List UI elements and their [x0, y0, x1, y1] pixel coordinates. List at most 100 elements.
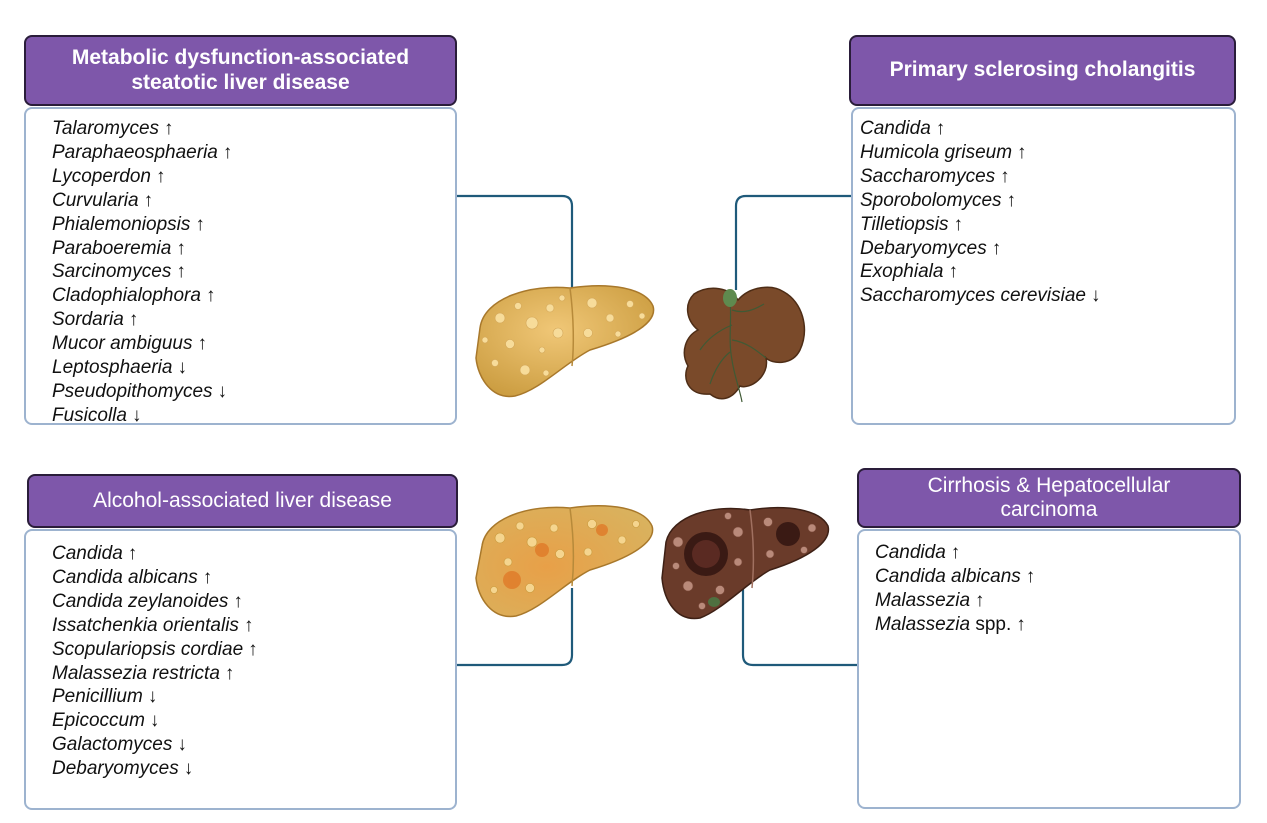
species-item: Lycoperdon↑	[52, 165, 232, 189]
species-name: Epicoccum	[52, 710, 145, 732]
species-name: Humicola griseum	[860, 141, 1013, 163]
connector-masld	[457, 194, 574, 288]
up-arrow-icon: ↑	[1017, 141, 1027, 163]
down-arrow-icon: ↓	[177, 357, 187, 379]
species-item: Galactomyces↓	[52, 733, 258, 757]
psc-list: Candida↑Humicola griseum↑Saccharomyces↑S…	[860, 117, 1100, 308]
species-name: Sarcinomyces	[52, 261, 172, 283]
species-name: Galactomyces	[52, 734, 173, 756]
up-arrow-icon: ↑	[222, 141, 233, 163]
species-name: Pseudopithomyces	[52, 380, 213, 402]
species-item: Phialemoniopsis↑	[52, 213, 232, 237]
masld-title-line-2: steatotic liver disease	[131, 70, 350, 94]
connector-ald	[457, 588, 574, 667]
species-item: Sordaria↑	[52, 308, 232, 332]
up-arrow-icon: ↑	[975, 589, 985, 611]
species-item: Penicillium↓	[52, 685, 258, 709]
species-item: Candida albicans↑	[875, 565, 1035, 589]
down-arrow-icon: ↓	[147, 686, 158, 708]
species-item: Humicola griseum↑	[860, 141, 1100, 165]
species-item: Cladophialophora↑	[52, 284, 232, 308]
down-arrow-icon: ↓	[1090, 285, 1101, 307]
ald-list: Candida↑Candida albicans↑Candida zeylano…	[52, 542, 258, 781]
species-name: Mucor ambiguus	[52, 333, 193, 355]
up-arrow-icon: ↑	[224, 662, 235, 684]
up-arrow-icon: ↑	[176, 261, 186, 283]
species-name: Penicillium	[52, 686, 143, 708]
species-name: Sordaria	[52, 309, 124, 331]
species-name: Scopulariopsis cordiae	[52, 638, 244, 660]
up-arrow-icon: ↑	[164, 118, 174, 139]
species-name: Issatchenkia orientalis	[52, 614, 239, 636]
species-suffix: spp.	[970, 613, 1012, 635]
up-arrow-icon: ↑	[1006, 189, 1017, 211]
species-name: Leptosphaeria	[52, 357, 173, 379]
species-item: Tilletiopsis↑	[860, 213, 1100, 237]
down-arrow-icon: ↓	[183, 758, 194, 780]
species-item: Curvularia↑	[52, 189, 232, 213]
ald-header: Alcohol-associated liver disease	[27, 474, 458, 528]
species-item: Malassezia spp.↑	[875, 613, 1035, 637]
species-name: Debaryomyces	[52, 758, 179, 780]
species-name: Sporobolomyces	[860, 189, 1002, 211]
species-name: Candida	[875, 542, 946, 563]
up-arrow-icon: ↑	[1016, 613, 1026, 635]
species-name: Saccharomyces cerevisiae	[860, 285, 1086, 307]
up-arrow-icon: ↑	[128, 309, 139, 331]
down-arrow-icon: ↓	[177, 734, 187, 756]
hcc-header: Cirrhosis & Hepatocellular carcinoma	[857, 468, 1241, 528]
species-item: Issatchenkia orientalis↑	[52, 614, 258, 638]
species-item: Talaromyces↑	[52, 117, 232, 141]
species-name: Candida zeylanoides	[52, 590, 229, 612]
species-item: Scopulariopsis cordiae↑	[52, 638, 258, 662]
connector-psc	[734, 194, 851, 290]
masld-box: Talaromyces↑Paraphaeosphaeria↑Lycoperdon…	[24, 107, 457, 428]
up-arrow-icon: ↑	[155, 165, 166, 187]
species-name: Tilletiopsis	[860, 213, 949, 235]
up-arrow-icon: ↑	[143, 189, 154, 211]
down-arrow-icon: ↓	[217, 380, 228, 402]
masld-title-line-1: Metabolic dysfunction-associated	[71, 46, 410, 70]
species-item: Candida↑	[860, 117, 1100, 141]
species-item: Malassezia↑	[875, 589, 1035, 613]
species-item: Paraboeremia↑	[52, 237, 232, 261]
species-item: Candida↑	[52, 542, 258, 566]
species-item: Pseudopithomyces↓	[52, 380, 232, 404]
up-arrow-icon: ↑	[176, 237, 186, 259]
masld-header: Metabolic dysfunction-associated steatot…	[24, 35, 457, 106]
species-name: Candida	[52, 543, 123, 564]
species-name: Talaromyces	[52, 118, 160, 139]
species-name: Candida albicans	[52, 566, 198, 588]
species-item: Debaryomyces↓	[52, 757, 258, 781]
ald-title: Alcohol-associated liver disease	[93, 488, 392, 512]
up-arrow-icon: ↑	[233, 590, 243, 612]
up-arrow-icon: ↑	[248, 638, 258, 660]
up-arrow-icon: ↑	[1000, 165, 1010, 187]
species-item: Candida albicans↑	[52, 566, 258, 590]
cirrhosis-liver-illustration	[661, 507, 830, 620]
species-item: Fusicolla↓	[52, 404, 232, 428]
up-arrow-icon: ↑	[205, 285, 216, 307]
up-arrow-icon: ↑	[991, 237, 1002, 259]
psc-header: Primary sclerosing cholangitis	[849, 35, 1236, 106]
species-item: Sporobolomyces↑	[860, 189, 1100, 213]
species-name: Paraboeremia	[52, 237, 172, 259]
up-arrow-icon: ↑	[195, 213, 205, 235]
species-item: Paraphaeosphaeria↑	[52, 141, 232, 165]
hcc-box: Candida↑Candida albicans↑Malassezia↑Mala…	[857, 529, 1241, 809]
species-name: Phialemoniopsis	[52, 213, 191, 235]
species-name: Malassezia	[875, 613, 971, 635]
down-arrow-icon: ↓	[131, 404, 142, 426]
up-arrow-icon: ↑	[948, 261, 958, 283]
psc-box: Candida↑Humicola griseum↑Saccharomyces↑S…	[851, 107, 1236, 425]
up-arrow-icon: ↑	[243, 614, 254, 636]
species-name: Exophiala	[860, 261, 944, 283]
species-name: Lycoperdon	[52, 165, 151, 187]
species-name: Candida albicans	[875, 565, 1021, 587]
down-arrow-icon: ↓	[149, 710, 160, 732]
species-item: Mucor ambiguus↑	[52, 332, 232, 356]
species-item: Malassezia restricta↑	[52, 662, 258, 686]
up-arrow-icon: ↑	[197, 333, 207, 355]
hcc-list: Candida↑Candida albicans↑Malassezia↑Mala…	[875, 541, 1035, 637]
species-name: Candida	[860, 118, 931, 139]
